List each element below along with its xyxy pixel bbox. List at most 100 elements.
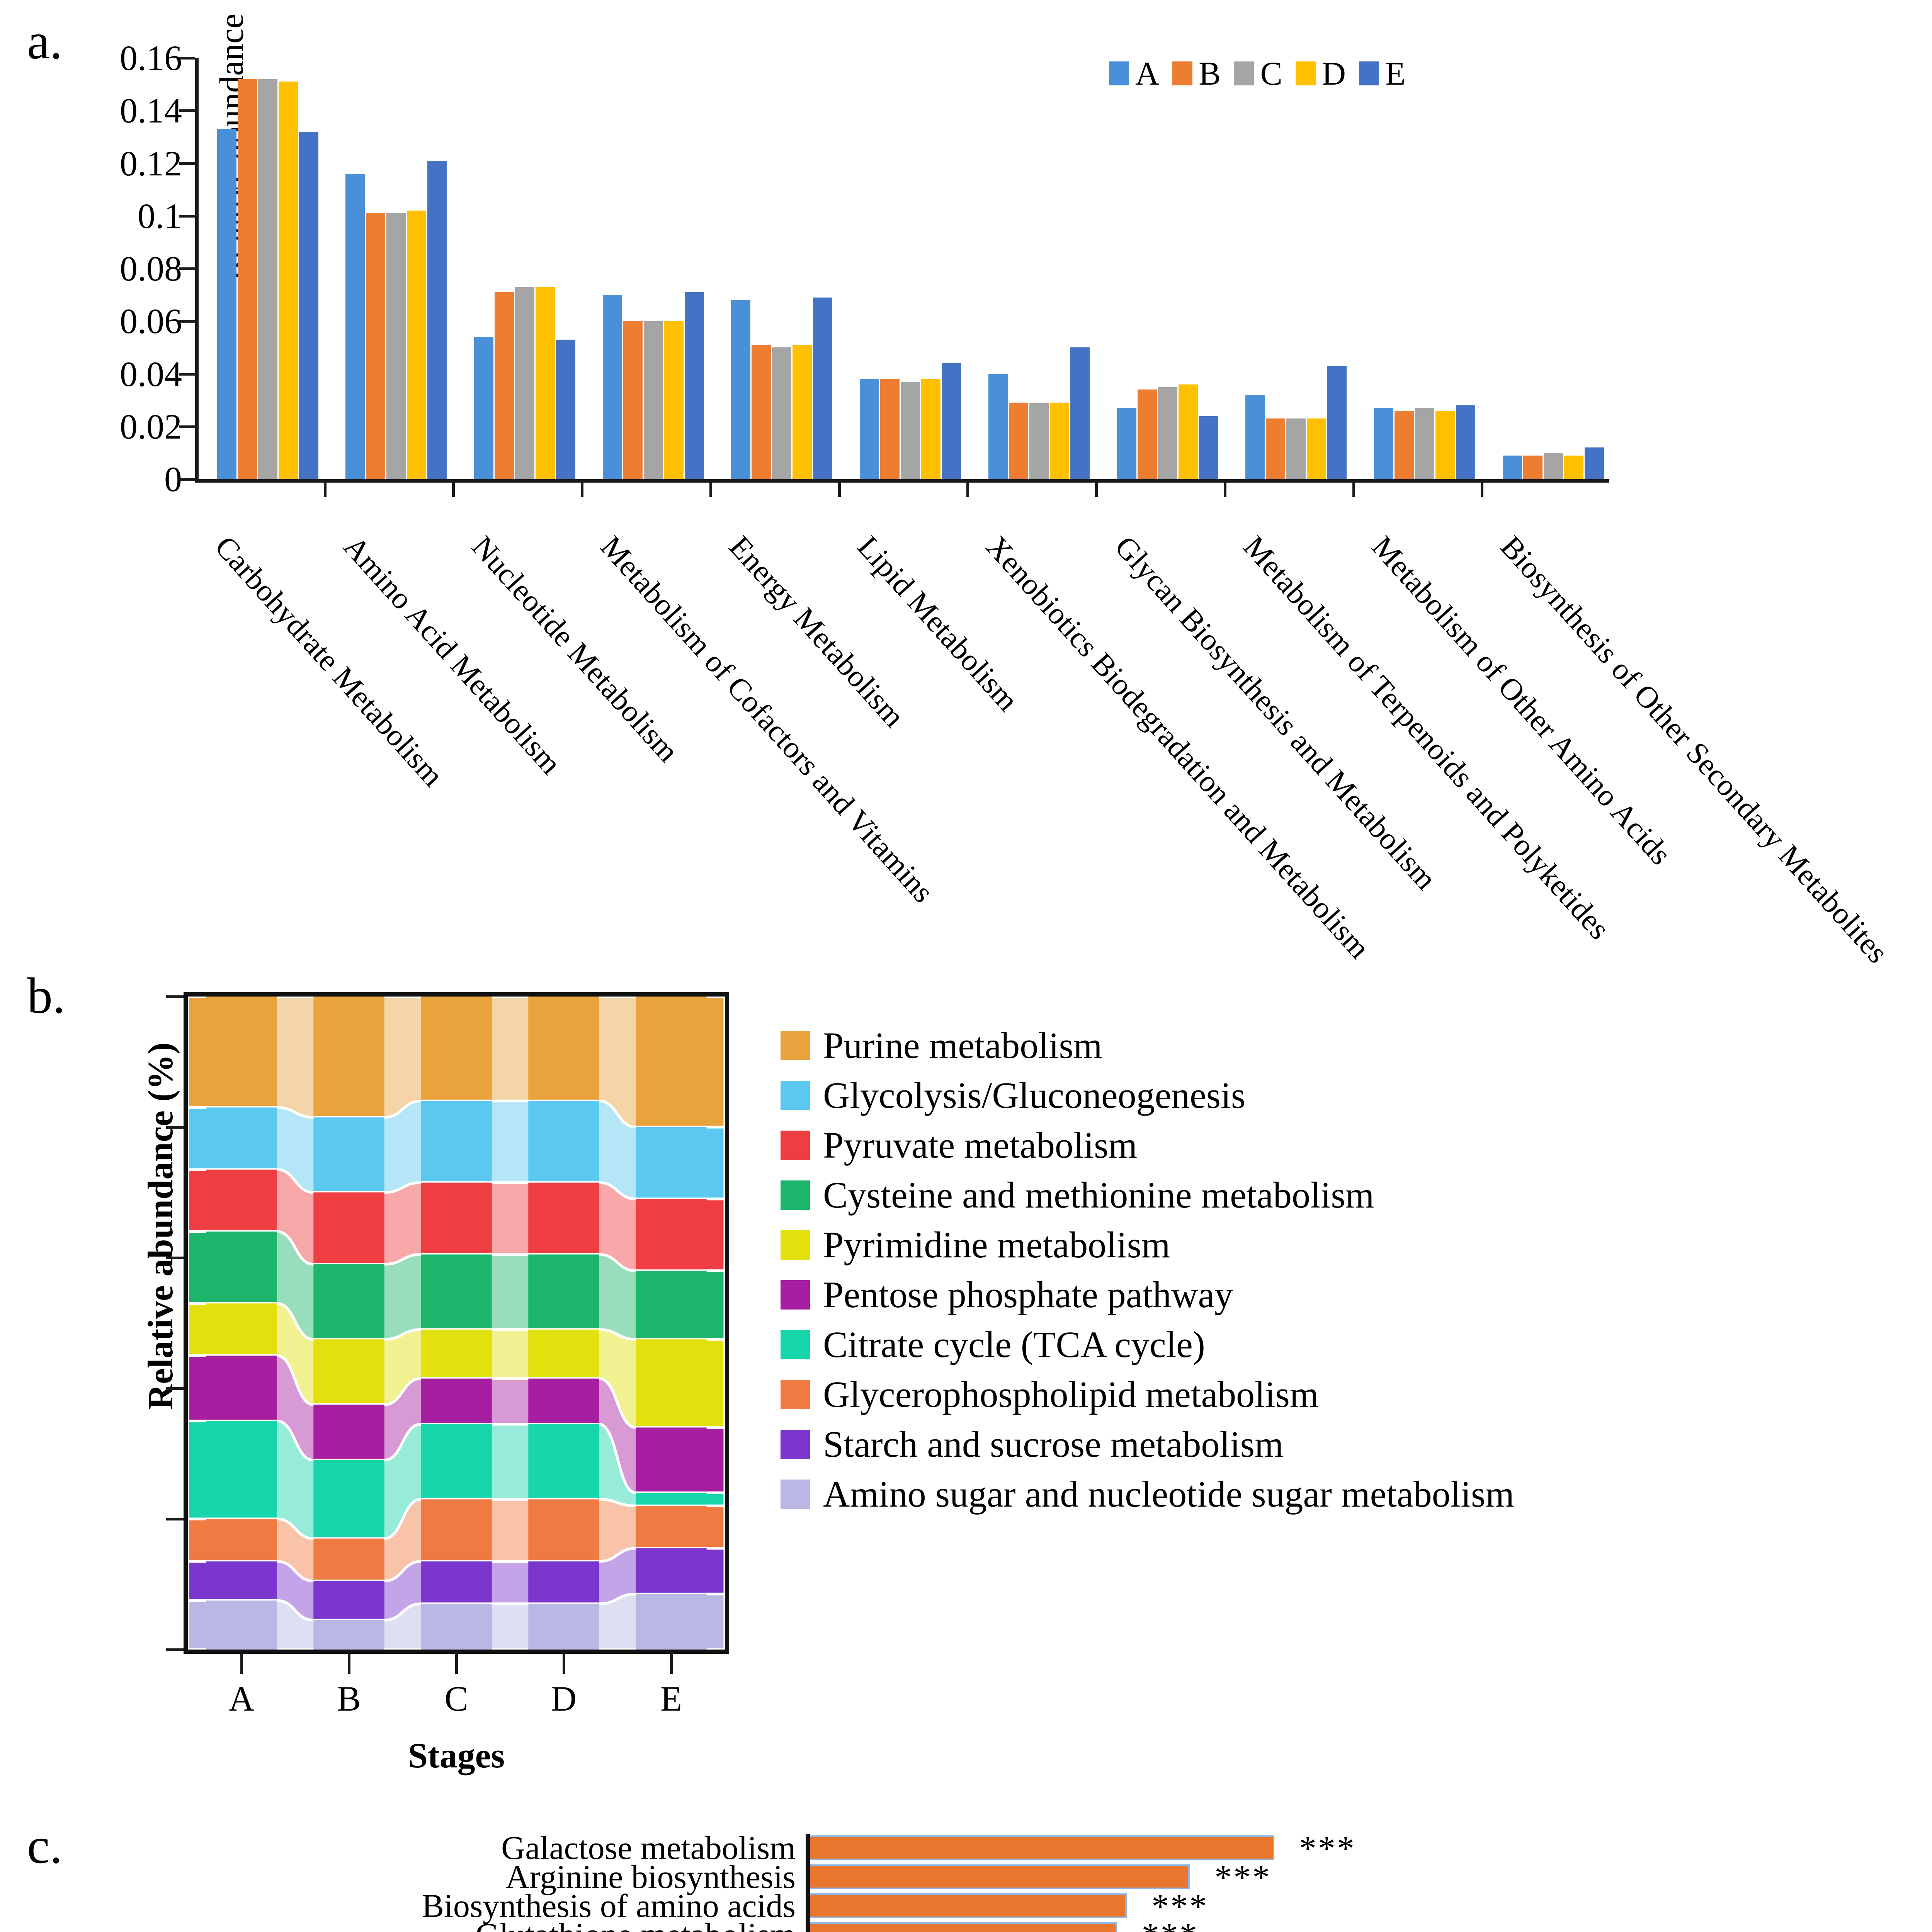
panel-b-transition-overlay: [384, 997, 421, 1650]
panel-b-legend-label: Glycerophospholipid metabolism: [823, 1374, 1319, 1415]
panel-b-stage-block: [206, 1169, 277, 1232]
panel-b-stage-block: [206, 1421, 277, 1519]
panel-b-stage-block: [421, 1561, 492, 1604]
panel-c-significance-marker: ***: [1151, 1887, 1209, 1926]
panel-a-bar-b: [1395, 410, 1414, 479]
panel-c-bar: [806, 1835, 1274, 1860]
panel-a-bar-c: [386, 213, 406, 479]
panel-b-legend-label: Pentose phosphate pathway: [823, 1274, 1233, 1315]
panel-b-x-tick-label: A: [228, 1679, 255, 1718]
panel-a-y-tick-mark: [179, 57, 195, 60]
panel-b-stage-block: [636, 1270, 707, 1340]
panel-a-bar-a: [602, 295, 622, 479]
panel-c-bar-wrap: ***: [806, 1917, 1385, 1932]
panel-b-stage-block: [528, 1254, 599, 1330]
panel-c-category-label: Arginine biosynthesis: [505, 1858, 796, 1895]
panel-a-legend-label: B: [1199, 55, 1221, 92]
panel-b-x-tick-label: D: [551, 1679, 577, 1718]
panel-a-y-tick-label: 0.1: [138, 196, 182, 236]
panel-a-y-tick-label: 0.04: [120, 354, 182, 394]
panel-b: b. Relative abundance (%) Stages Purine …: [0, 951, 1932, 1812]
panel-a-bar-b: [752, 345, 771, 479]
panel-a-legend-item: D: [1295, 54, 1346, 93]
panel-a-bar-a: [345, 173, 365, 479]
panel-a-bar-e: [1584, 447, 1604, 479]
panel-a-bar-b: [366, 213, 386, 479]
panel-a-legend-swatch: [1295, 61, 1316, 85]
panel-b-legend-item: Pentose phosphate pathway: [781, 1273, 1514, 1316]
panel-a-bar-e: [813, 297, 833, 479]
panel-b-stage-block: [528, 1182, 599, 1255]
panel-b-legend-swatch: [781, 1080, 810, 1110]
panel-a-y-tick-mark: [179, 372, 195, 376]
panel-a-x-tick-mark: [1352, 479, 1355, 497]
panel-a-bar-b: [495, 292, 514, 479]
panel-a-bar-e: [942, 363, 961, 479]
panel-a-bar-c: [515, 287, 535, 479]
panel-c-significance-marker: ***: [1214, 1858, 1272, 1897]
panel-a-y-tick-label: 0.16: [120, 38, 182, 78]
panel-a-y-tick-mark: [179, 425, 195, 428]
panel-b-stage-block: [421, 997, 492, 1101]
panel-c-bar-wrap: ***: [806, 1859, 1385, 1897]
panel-a-bar-d: [1435, 410, 1455, 479]
panel-a-bar-d: [664, 321, 684, 479]
panel-b-stage-block: [206, 1303, 277, 1356]
panel-a-bar-group: [860, 363, 961, 479]
panel-b-legend-swatch: [781, 1230, 810, 1260]
panel-b-stage-block: [421, 1378, 492, 1424]
panel-a-bar-a: [1502, 455, 1522, 479]
panel-c-row: Glutathione metabolism***: [0, 1916, 1399, 1932]
panel-b-stage-block: [206, 1561, 277, 1601]
panel-a-x-axis-line: [195, 479, 1609, 483]
panel-a-category-label: Nucleotide Metabolism: [465, 529, 685, 769]
panel-c-category-label: Biosynthesis of amino acids: [422, 1887, 796, 1924]
panel-b-stage-block: [528, 997, 599, 1101]
panel-a-x-tick-mark: [1481, 479, 1484, 497]
panel-a-bar-a: [474, 337, 494, 479]
panel-b-legend-swatch: [781, 1130, 810, 1160]
panel-c-row: Arginine biosynthesis ***: [0, 1858, 1399, 1897]
panel-a-x-tick-mark: [838, 479, 841, 497]
panel-a-y-tick-mark: [179, 214, 195, 218]
panel-b-stage-block: [206, 1519, 277, 1561]
panel-a-y-tick-mark: [179, 320, 195, 323]
panel-b-stage-block: [313, 1264, 384, 1340]
panel-a-bar-d: [1564, 455, 1583, 479]
panel-b-stage-block: [421, 1424, 492, 1500]
panel-a-x-tick-mark: [1095, 479, 1098, 497]
panel-b-stage-block: [528, 1101, 599, 1183]
panel-a-x-tick-mark: [1223, 479, 1226, 497]
panel-a-bar-d: [921, 379, 941, 479]
panel-a-bar-c: [1029, 403, 1049, 479]
panel-b-stage-block: [528, 1424, 599, 1500]
panel-b-stage-block: [206, 1231, 277, 1304]
panel-b-legend-swatch: [781, 1180, 810, 1210]
panel-b-stage-block: [421, 1604, 492, 1650]
panel-a-bar-group: [1374, 405, 1476, 479]
panel-a-bar-c: [1286, 418, 1306, 479]
panel-a-bar-group: [602, 292, 704, 479]
panel-a-legend-item: C: [1234, 54, 1282, 93]
panel-a-bar-e: [299, 131, 318, 479]
panel-a-bar-b: [1137, 389, 1157, 479]
panel-a-bar-c: [901, 381, 920, 479]
panel-c-rows: Galactose metabolism***Arginine biosynth…: [0, 1829, 1399, 1932]
panel-a-bar-d: [1049, 403, 1069, 479]
panel-a-bar-b: [1523, 455, 1543, 479]
panel-b-stage-block: [528, 1499, 599, 1561]
panel-a-y-axis-line: [195, 58, 199, 479]
panel-b-stage-block: [636, 1427, 707, 1493]
panel-a-legend-label: A: [1135, 55, 1160, 92]
panel-b-stage-block: [636, 1127, 707, 1199]
panel-b-transition-overlay: [492, 997, 529, 1650]
panel-c-bar-wrap: ***: [806, 1830, 1385, 1868]
panel-b-stage-block: [528, 1378, 599, 1424]
panel-a-y-tick-mark: [179, 162, 195, 165]
panel-b-legend-item: Cysteine and methionine metabolism: [781, 1173, 1514, 1216]
panel-a-bar-b: [880, 379, 900, 479]
panel-b-stage-block: [421, 1254, 492, 1330]
panel-b-legend-swatch: [781, 1379, 810, 1409]
